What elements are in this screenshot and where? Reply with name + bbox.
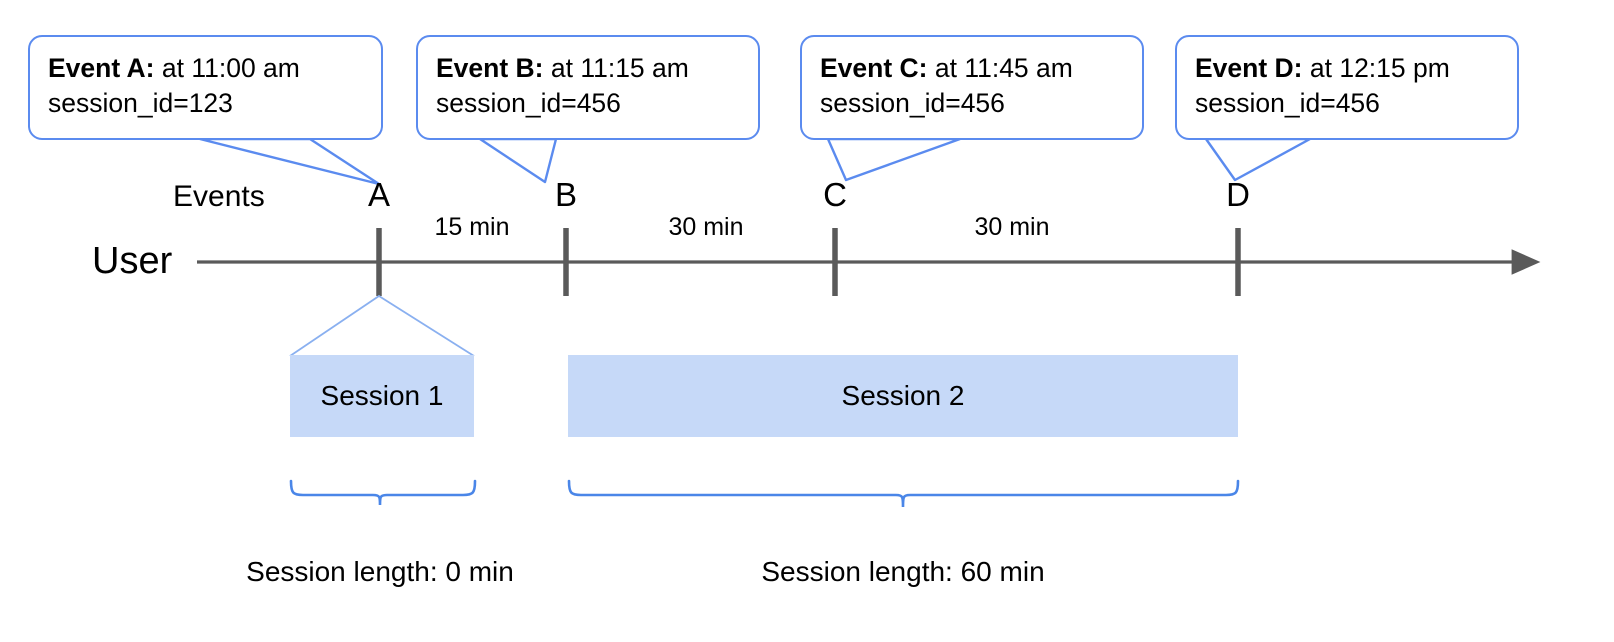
events-row-label: Events [173, 180, 265, 213]
callout-event-label: Event A: [48, 53, 155, 83]
callout-event-time: at 11:15 am [543, 53, 689, 83]
tick-label-b: B [554, 176, 577, 213]
gap-label-bc: 30 min [668, 213, 744, 241]
callout-line-1: Event C: at 11:45 am [820, 51, 1126, 86]
callout-line-1: Event A: at 11:00 am [48, 51, 365, 86]
callout-event-time: at 12:15 pm [1302, 53, 1450, 83]
user-row-label: User [92, 240, 173, 282]
session1-brace [289, 479, 477, 506]
callout-event-time: at 11:45 am [927, 53, 1073, 83]
callout-line-2: session_id=456 [436, 88, 621, 119]
callout-line-2: session_id=123 [48, 88, 233, 119]
callout-event-a: Event A: at 11:00 am session_id=123 [28, 35, 383, 140]
session-length-label-1: Session length: 0 min [246, 556, 514, 587]
callout-event-c: Event C: at 11:45 am session_id=456 [800, 35, 1144, 140]
session-bar-1: Session 1 [290, 355, 474, 437]
callout-tail-d [1204, 137, 1312, 182]
callout-event-label: Event D: [1195, 53, 1303, 83]
callout-line-1: Event B: at 11:15 am [436, 51, 742, 86]
tick-label-c: C [823, 176, 847, 213]
session-length-label-2: Session length: 60 min [761, 556, 1045, 587]
tick-label-a: A [367, 176, 390, 213]
callout-line-1: Event D: at 12:15 pm [1195, 51, 1501, 86]
callout-tail-c [826, 137, 962, 182]
session-bar-2-label: Session 2 [841, 380, 965, 411]
gap-label-cd: 30 min [974, 213, 1050, 241]
callout-event-b: Event B: at 11:15 am session_id=456 [416, 35, 760, 140]
session1-funnel [289, 294, 475, 357]
callout-tail-a [198, 137, 381, 186]
callout-event-time: at 11:00 am [154, 53, 300, 83]
callout-event-d: Event D: at 12:15 pm session_id=456 [1175, 35, 1519, 140]
tick-label-d: D [1226, 176, 1250, 213]
gap-label-ab: 15 min [434, 213, 510, 241]
callout-tail-b [478, 137, 558, 184]
callout-event-label: Event B: [436, 53, 544, 83]
callout-line-2: session_id=456 [820, 88, 1005, 119]
session-bar-1-label: Session 1 [320, 380, 444, 411]
callout-event-label: Event C: [820, 53, 928, 83]
callout-line-2: session_id=456 [1195, 88, 1380, 119]
session-bar-2: Session 2 [568, 355, 1238, 437]
session2-brace [567, 479, 1240, 508]
